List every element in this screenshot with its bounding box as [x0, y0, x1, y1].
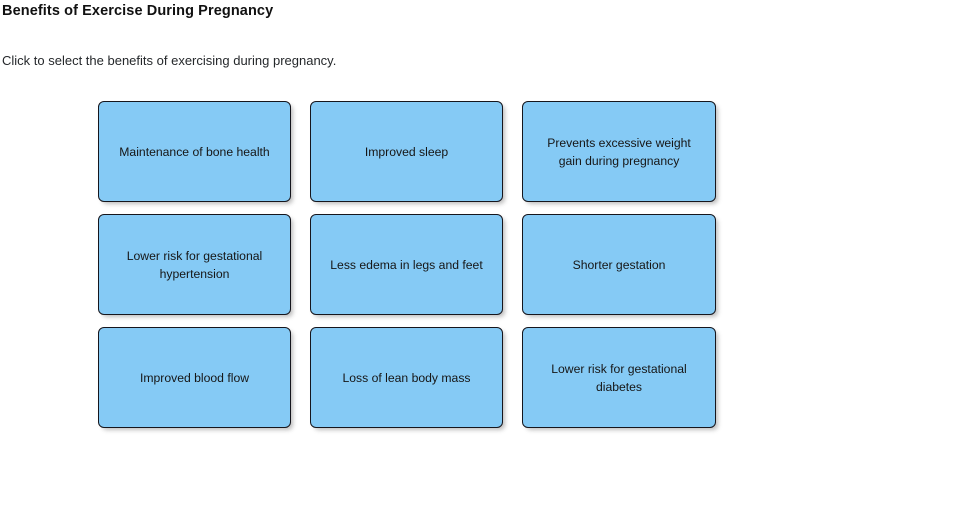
benefit-card-label: Lower risk for gestational diabetes: [551, 361, 687, 394]
benefit-card-3[interactable]: Lower risk for gestational hypertension: [98, 214, 291, 315]
page-title: Benefits of Exercise During Pregnancy: [2, 3, 274, 19]
benefit-card-0[interactable]: Maintenance of bone health: [98, 101, 291, 202]
card-row: Maintenance of bone health Improved slee…: [98, 101, 718, 214]
card-row: Lower risk for gestational hypertension …: [98, 214, 718, 327]
benefit-card-label: Improved sleep: [364, 144, 449, 159]
benefit-card-label: Shorter gestation: [572, 257, 666, 272]
benefit-card-label: Prevents excessive weight gain during pr…: [547, 135, 691, 168]
benefit-card-label: Lower risk for gestational hypertension: [126, 248, 263, 281]
benefit-card-5[interactable]: Shorter gestation: [522, 214, 716, 315]
benefit-card-1[interactable]: Improved sleep: [310, 101, 503, 202]
benefit-card-label: Less edema in legs and feet: [330, 257, 483, 272]
benefit-card-4[interactable]: Less edema in legs and feet: [310, 214, 503, 315]
benefit-card-6[interactable]: Improved blood flow: [98, 327, 291, 428]
benefit-card-label: Loss of lean body mass: [342, 370, 471, 385]
benefit-card-label: Improved blood flow: [139, 370, 250, 385]
benefit-card-2[interactable]: Prevents excessive weight gain during pr…: [522, 101, 716, 202]
benefit-card-7[interactable]: Loss of lean body mass: [310, 327, 503, 428]
benefit-card-8[interactable]: Lower risk for gestational diabetes: [522, 327, 716, 428]
benefit-card-label: Maintenance of bone health: [119, 144, 270, 159]
benefit-card-grid: Maintenance of bone health Improved slee…: [98, 101, 718, 440]
instruction-text: Click to select the benefits of exercisi…: [2, 53, 337, 68]
card-row: Improved blood flow Loss of lean body ma…: [98, 327, 718, 440]
